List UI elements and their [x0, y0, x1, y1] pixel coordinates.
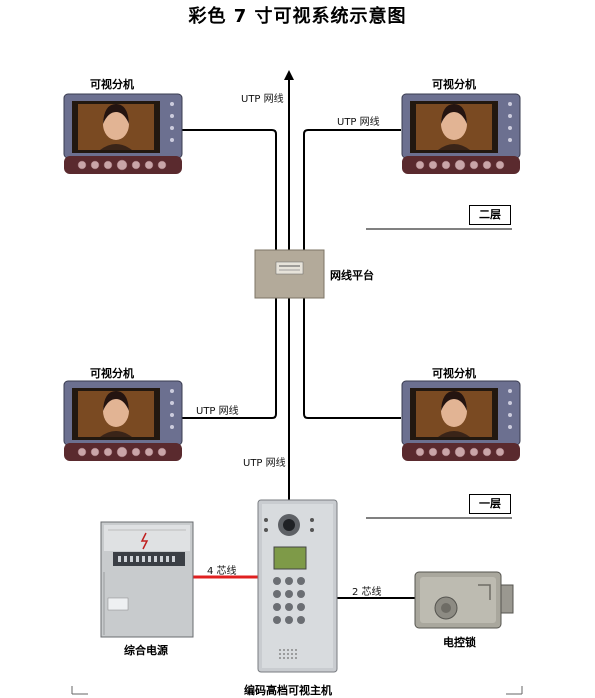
line-upper-left [181, 129, 277, 250]
floor-label-upper: 二层 [469, 205, 511, 225]
wire-label-mid-left: UTP 网线 [196, 406, 239, 417]
wire-label-top-center: UTP 网线 [241, 94, 284, 105]
monitor-label-top-right: 可视分机 [432, 78, 476, 91]
main-unit-panel [257, 499, 338, 673]
monitor-bottom-left [63, 380, 183, 461]
wire-label-power: 4 芯线 [207, 566, 237, 577]
wire-label-top-right: UTP 网线 [337, 117, 380, 128]
lock-label: 电控锁 [443, 636, 476, 649]
monitor-label-bottom-right: 可视分机 [432, 367, 476, 380]
platform-label: 网线平台 [330, 269, 374, 282]
diagram-title: 彩色 7 寸可视系统示意图 [188, 6, 407, 27]
line-lower-right [303, 298, 401, 419]
monitor-bottom-right [401, 380, 521, 461]
network-platform-box [254, 249, 325, 299]
line-upper-right [303, 129, 401, 250]
main-unit-label: 编码高档可视主机 [244, 684, 332, 697]
floor-label-lower: 一层 [469, 494, 511, 514]
backbone-arrow [284, 70, 294, 80]
electric-lock [414, 571, 514, 629]
monitor-top-left [63, 93, 183, 174]
power-supply-label: 综合电源 [124, 644, 168, 657]
wire-label-bottom-center: UTP 网线 [243, 458, 286, 469]
monitor-label-bottom-left: 可视分机 [90, 367, 134, 380]
monitor-top-right [401, 93, 521, 174]
power-supply-box [100, 521, 194, 638]
wire-label-lock: 2 芯线 [352, 587, 382, 598]
line-lower-left [181, 298, 277, 419]
monitor-label-top-left: 可视分机 [90, 78, 134, 91]
